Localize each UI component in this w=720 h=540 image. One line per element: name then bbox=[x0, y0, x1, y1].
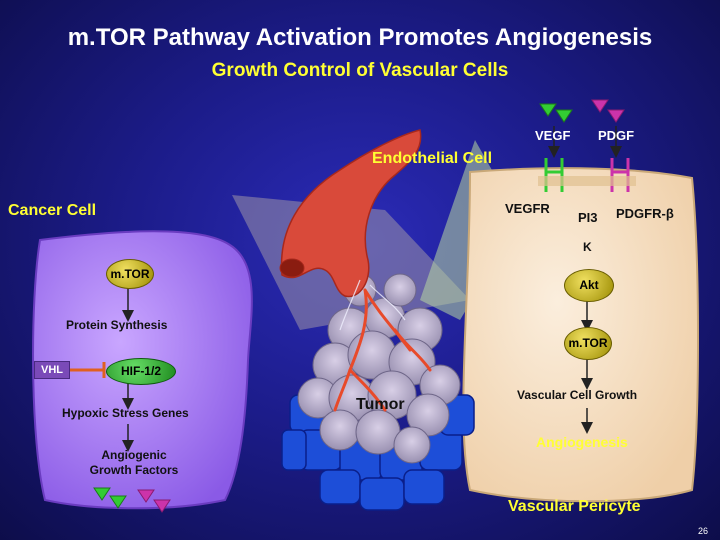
endothelial-cell-label: Endothelial Cell bbox=[372, 150, 493, 167]
hypoxic-stress-genes-label: Hypoxic Stress Genes bbox=[62, 406, 189, 420]
blood-vessel bbox=[280, 129, 422, 298]
pdgfr-receptor bbox=[610, 158, 630, 192]
pdgf-ligands bbox=[591, 99, 625, 123]
slide-subtitle: Growth Control of Vascular Cells bbox=[211, 60, 509, 81]
vegfr-receptor bbox=[544, 158, 564, 192]
protein-synthesis-label: Protein Synthesis bbox=[66, 318, 168, 332]
vhl-inhibition bbox=[68, 362, 106, 378]
capillary-branches bbox=[339, 279, 406, 331]
cancer-cell-label: Cancer Cell bbox=[8, 202, 97, 219]
pdgfr-beta-label: PDGFR-β bbox=[616, 206, 674, 221]
membrane-segment bbox=[538, 176, 636, 186]
capillaries bbox=[333, 288, 432, 412]
pdgf-label: PDGF bbox=[598, 128, 635, 143]
cancer-mtor-node: m.TOR bbox=[106, 259, 154, 289]
growth-factor-glyphs bbox=[93, 487, 171, 513]
pericyte-connectors bbox=[548, 126, 622, 434]
slide-title: m.TOR Pathway Activation Promotes Angiog… bbox=[67, 24, 653, 51]
angiogenic-growth-factors-label: Angiogenic Growth Factors bbox=[89, 448, 179, 477]
pi3-label: PI3 bbox=[578, 210, 598, 225]
vegf-ligands bbox=[539, 103, 573, 123]
page-number: 26 bbox=[698, 526, 709, 536]
tumor-label: Tumor bbox=[356, 396, 405, 413]
vhl-box: VHL bbox=[34, 361, 70, 379]
angiogenesis-label: Angiogenesis bbox=[536, 434, 628, 450]
vessel-lumen bbox=[279, 258, 305, 278]
hif-node: HIF-1/2 bbox=[106, 358, 176, 385]
vegfr-label: VEGFR bbox=[505, 201, 550, 216]
vascular-cell-growth-label: Vascular Cell Growth bbox=[517, 388, 638, 402]
pericyte-mtor-node: m.TOR bbox=[564, 327, 612, 360]
vegf-label: VEGF bbox=[535, 128, 571, 143]
akt-node: Akt bbox=[564, 269, 614, 302]
k-label: K bbox=[583, 240, 592, 254]
vascular-pericyte-label: Vascular Pericyte bbox=[508, 498, 641, 515]
